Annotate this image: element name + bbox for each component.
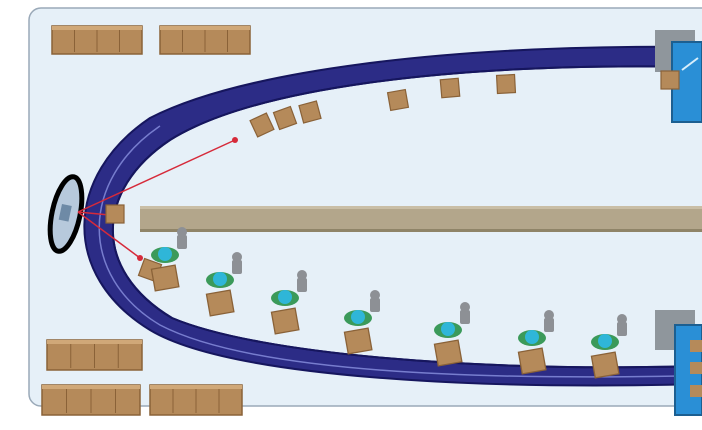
box-stack-icon	[159, 25, 251, 55]
box-stack-icon	[46, 339, 143, 371]
box	[660, 70, 680, 90]
belt-inner-edge	[112, 65, 702, 369]
box-stack-icon	[41, 384, 141, 416]
box-stack-icon	[51, 25, 143, 55]
worker-icon	[517, 310, 554, 375]
horizontal-track	[140, 206, 702, 232]
worker-icon	[270, 270, 307, 335]
worker-icon	[590, 314, 627, 379]
box	[386, 88, 410, 112]
box	[272, 105, 298, 131]
box-stack-icon	[149, 384, 243, 416]
box	[105, 204, 125, 224]
pallet-stacks	[41, 25, 251, 416]
box	[495, 73, 517, 95]
worker-icon	[433, 302, 470, 367]
workstation-bottom	[655, 310, 702, 416]
workstation-top	[655, 30, 702, 123]
belt-outer-highlight	[98, 125, 681, 378]
box	[249, 112, 275, 138]
box	[298, 100, 322, 124]
worker-icon	[343, 290, 380, 355]
barcode-scanner-icon	[47, 174, 85, 254]
worker-icon	[150, 227, 187, 292]
worker-icon	[205, 252, 242, 317]
box	[439, 77, 461, 99]
workers	[150, 227, 627, 379]
